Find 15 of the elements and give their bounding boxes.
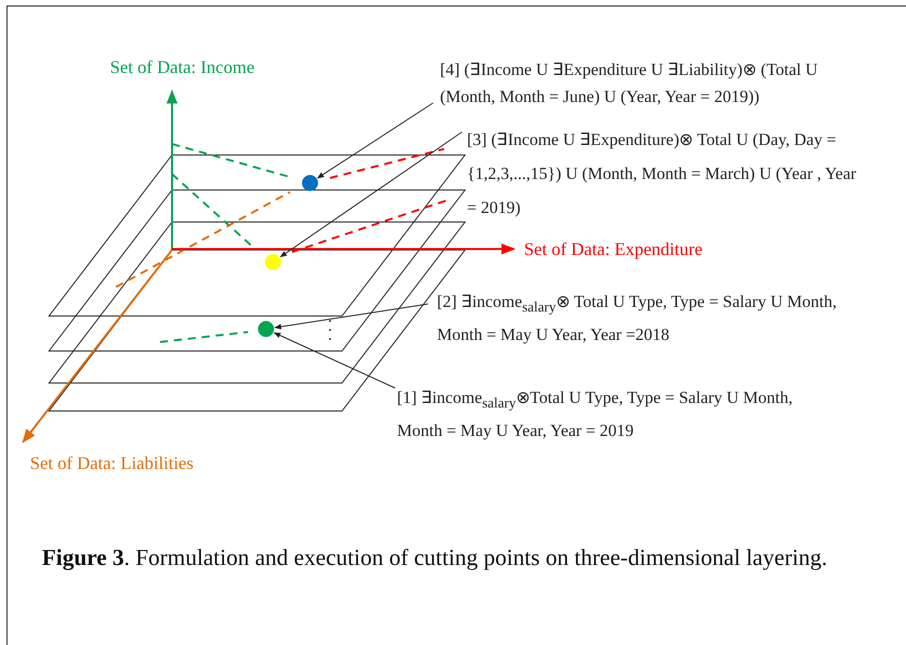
formula-annotation: [3] (∃Income U ∃Expenditure)⊗ Total U (Day, Day = {1,2,3,...,15}) U (Month, Month = March) U (Year , Year = 2019) [467, 123, 862, 225]
formula-annotation: [2] ∃income$_{salary}$⊗ Total U Type, Type = Salary U Month, Month = May U Year, Year =2018 [437, 288, 867, 350]
cutting-point [302, 175, 318, 191]
figure-caption: Figure 3. Formulation and execution of cutting points on three-dimensional layering. [42, 544, 828, 572]
formula-annotation: [4] (∃Income U ∃Expenditure U ∃Liability)⊗ (Total U (Month, Month = June) U (Year, Year = 2019)) [440, 56, 860, 110]
leader-line [316, 102, 434, 179]
leader-line [280, 132, 462, 258]
axis-label: Set of Data: Liabilities [30, 453, 194, 474]
leader-line [274, 304, 428, 330]
axis-label: Set of Data: Expenditure [524, 239, 702, 260]
leader-line [274, 332, 396, 388]
axis-label: Set of Data: Income [110, 57, 254, 78]
cutting-point [265, 254, 281, 270]
formula-annotation: [1] ∃income$_{salary}$⊗Total U Type, Type = Salary U Month, Month = May U Year, Year = 2019 [397, 384, 827, 446]
cutting-point [258, 321, 274, 337]
